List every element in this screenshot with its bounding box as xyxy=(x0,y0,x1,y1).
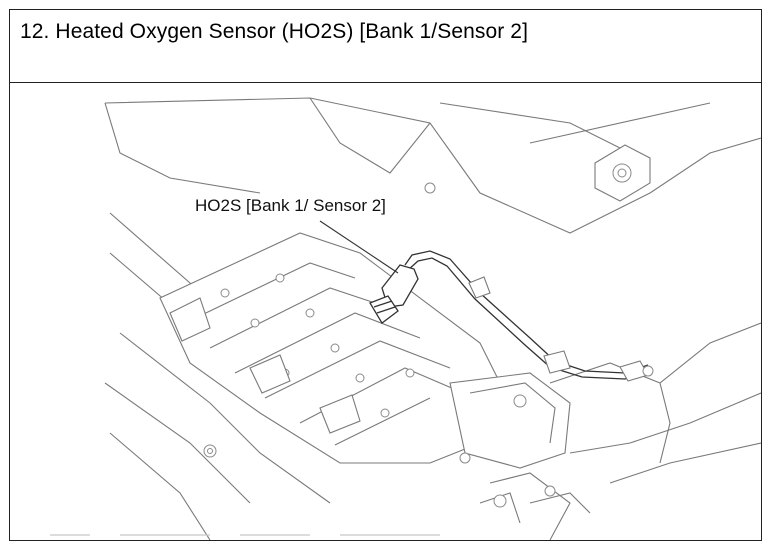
document-frame: 12. Heated Oxygen Sensor (HO2S) [Bank 1/… xyxy=(9,9,762,541)
exhaust-line-drawing xyxy=(50,97,761,540)
title-cell: 12. Heated Oxygen Sensor (HO2S) [Bank 1/… xyxy=(10,10,761,83)
component-illustration: HO2S [Bank 1/ Sensor 2] xyxy=(10,83,761,540)
page-title: 12. Heated Oxygen Sensor (HO2S) [Bank 1/… xyxy=(20,20,528,43)
sensor-callout-label: HO2S [Bank 1/ Sensor 2] xyxy=(194,196,387,216)
